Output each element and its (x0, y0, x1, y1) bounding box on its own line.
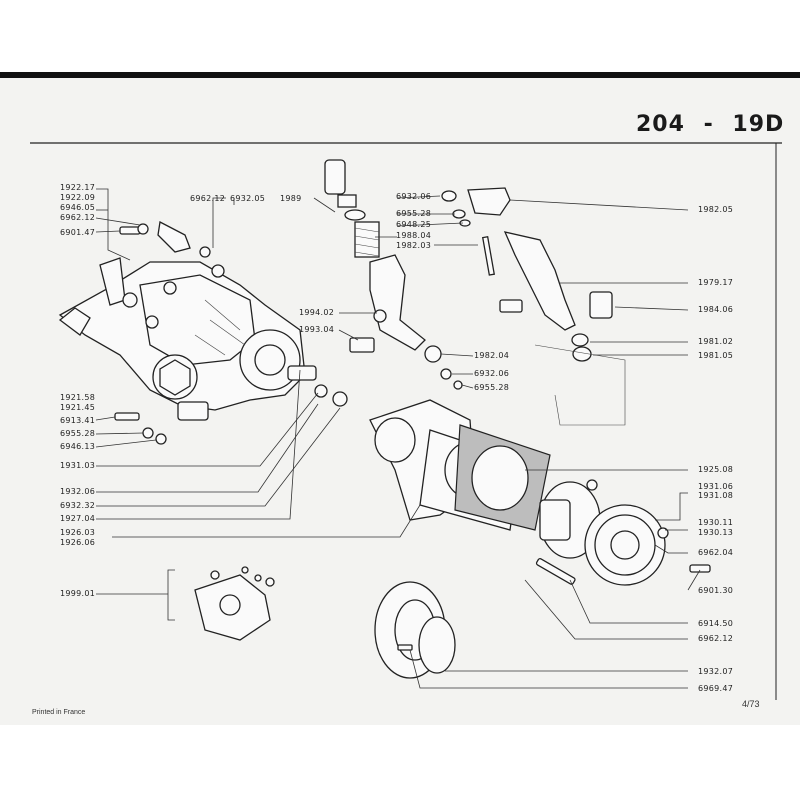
label-6932-06-a: 6932.06 (396, 192, 432, 201)
label-1927-04: 1927.04 (60, 514, 96, 523)
label-6955-28-b: 6955.28 (474, 383, 510, 392)
printed-in-note: Printed in France (32, 709, 86, 716)
bolt-and-washers-left (114, 384, 348, 445)
injector-nozzle-right (441, 187, 626, 426)
label-1926-06: 1926.06 (60, 538, 96, 547)
gasket-kit-1999 (167, 566, 275, 641)
label-1988-04: 1988.04 (396, 231, 432, 240)
label-1981-02: 1981.02 (698, 337, 734, 346)
drive-housing-assembly (369, 399, 711, 586)
label-6914-50: 6914.50 (698, 619, 734, 628)
label-1982-04: 1982.04 (474, 351, 510, 360)
label-1984-06: 1984.06 (698, 305, 734, 314)
label-6932-06-b: 6932.06 (474, 369, 510, 378)
label-1931-03: 1931.03 (60, 461, 96, 470)
injector-holder (324, 159, 463, 390)
label-1982-05: 1982.05 (698, 205, 734, 214)
label-6962-12-c: 6962.12 (698, 634, 734, 643)
label-6948-25: 6948.25 (396, 220, 432, 229)
label-1931-08: 1931.08 (698, 491, 734, 500)
label-1999-01: 1999.01 (60, 589, 96, 598)
label-1989: 1989 (280, 194, 302, 203)
label-6946-05: 6946.05 (60, 203, 96, 212)
injection-pump-body (58, 257, 317, 421)
label-1925-08: 1925.08 (698, 465, 734, 474)
label-6932-32: 6932.32 (60, 501, 96, 510)
label-1982-03: 1982.03 (396, 241, 432, 250)
label-6955-28-c: 6955.28 (60, 429, 96, 438)
page-number: 4/73 (742, 699, 760, 709)
label-1979-17: 1979.17 (698, 278, 734, 287)
label-6901-47: 6901.47 (60, 228, 96, 237)
label-1932-06: 1932.06 (60, 487, 96, 496)
model-number: 204 (636, 112, 685, 137)
page-header: 204 - 19D (636, 112, 784, 137)
leader-lines (95, 188, 701, 689)
label-1922-09: 1922.09 (60, 193, 96, 202)
label-6955-28-a: 6955.28 (396, 209, 432, 218)
label-1931-06: 1931.06 (698, 482, 734, 491)
label-6932-05: 6932.05 (230, 194, 266, 203)
label-6962-04: 6962.04 (698, 548, 734, 557)
engine-code: 19D (732, 112, 785, 137)
label-1993-04: 1993.04 (299, 325, 335, 334)
label-6969-47: 6969.47 (698, 684, 734, 693)
label-1922-17: 1922.17 (60, 183, 96, 192)
label-6913-41: 6913.41 (60, 416, 96, 425)
label-6901-30: 6901.30 (698, 586, 734, 595)
label-1994-02: 1994.02 (299, 308, 335, 317)
label-1930-11: 1930.11 (698, 518, 734, 527)
label-1921-58: 1921.58 (60, 393, 96, 402)
label-6962-12-a: 6962.12 (60, 213, 96, 222)
label-1926-03: 1926.03 (60, 528, 96, 537)
label-1921-45: 1921.45 (60, 403, 96, 412)
label-1981-05: 1981.05 (698, 351, 734, 360)
label-6962-12-b: 6962.12 (190, 194, 226, 203)
label-6946-13: 6946.13 (60, 442, 96, 451)
label-1930-13: 1930.13 (698, 528, 734, 537)
label-1932-07: 1932.07 (698, 667, 734, 676)
drive-flange-lower (374, 581, 456, 679)
header-separator: - (703, 112, 714, 137)
top-border-bar (0, 72, 800, 78)
governor-lever-parts (119, 221, 211, 258)
